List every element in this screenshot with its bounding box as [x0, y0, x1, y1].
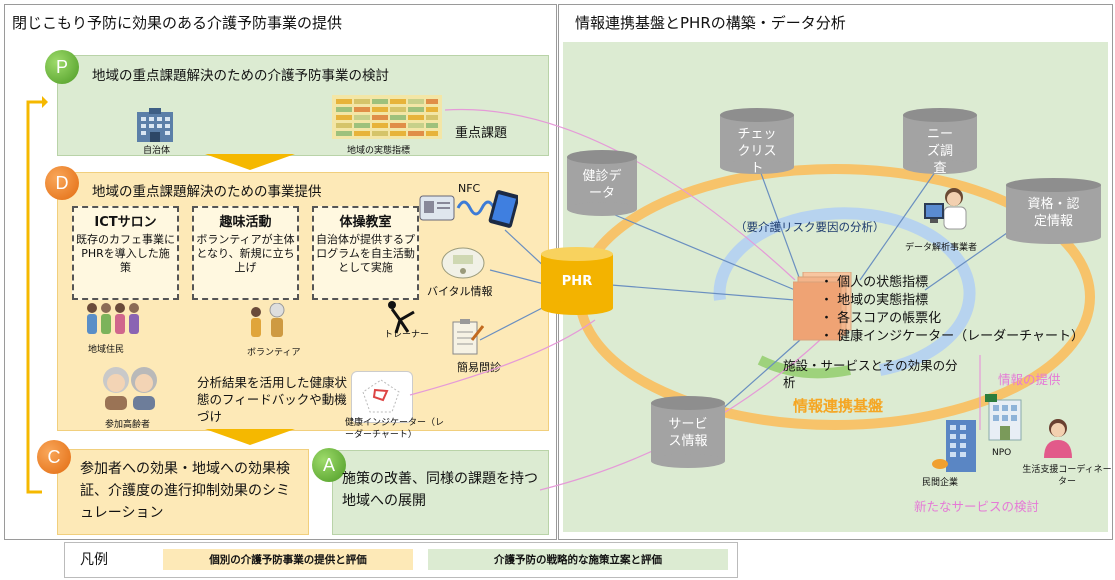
- company-building-icon: [932, 420, 976, 472]
- p-badge: P: [45, 50, 79, 84]
- legend-item-orange: [163, 549, 413, 570]
- coordinator-icon: [1044, 419, 1072, 458]
- indicator-label: 地域の実態指標: [347, 146, 411, 156]
- needs-db: ニーズ調査: [903, 108, 977, 176]
- a-badge: A: [312, 448, 346, 482]
- ict-salon-body: 既存のカフェ事業にPHRを導入した施策: [76, 233, 175, 274]
- c-section: [57, 449, 309, 535]
- needs-db-label: ニーズ調査: [926, 127, 953, 176]
- checklist-db-label: チェックリスト: [737, 127, 777, 176]
- municipality-building-icon: [137, 108, 173, 142]
- pdca-loop-arrow: [26, 96, 48, 494]
- c-badge: C: [37, 440, 71, 474]
- service-db-label: サービス情報: [668, 417, 708, 449]
- output-item-text: 健康インジケーター（レーダーチャート）: [837, 329, 1085, 344]
- vital-label: バイタル情報: [427, 285, 493, 298]
- residents-icon: [87, 303, 139, 334]
- checklist-db: チェックリスト: [720, 108, 794, 176]
- elderly-label: 参加高齢者: [105, 420, 151, 430]
- exercise-class-body: 自治体が提供するプログラムを自主活動として実施: [316, 233, 415, 274]
- vital-device-icon: [441, 247, 485, 279]
- legend-item-green: [428, 549, 728, 570]
- nfc-card-icon: [419, 190, 518, 228]
- radar-chart-icon: [362, 379, 400, 413]
- indicator-table-icon: [332, 95, 442, 139]
- clipboard-icon: [452, 319, 484, 355]
- analyst-label: データ解析事業者: [905, 243, 978, 253]
- analyst-icon: [924, 188, 967, 230]
- arrow-p-to-d: [205, 154, 295, 170]
- output-item: ・ 各スコアの帳票化: [820, 311, 942, 326]
- a-text: 施策の改善、同様の課題を持つ地域への展開: [342, 471, 538, 509]
- focus-issue-label: 重点課題: [455, 126, 508, 141]
- volunteer-label: ボランティア: [247, 348, 301, 358]
- output-item-text: 個人の状態指標: [837, 275, 929, 290]
- exercise-class-title: 体操教室: [339, 215, 392, 230]
- health-indicator-box: [351, 371, 413, 423]
- trainer-label: トレーナー: [384, 330, 430, 340]
- d-badge: D: [45, 166, 79, 200]
- hobby-box: 趣味活動 ボランティアが主体となり、新規に立ち上げ: [192, 206, 299, 300]
- output-item: ・ 地域の実態指標: [820, 293, 929, 308]
- nfc-label: NFC: [458, 182, 481, 195]
- service-db: サービス情報: [651, 396, 725, 468]
- phr-label: PHR: [561, 274, 593, 289]
- output-item-text: 地域の実態指標: [837, 293, 929, 308]
- d-heading: 地域の重点課題解決のための事業提供: [92, 184, 322, 200]
- platform-label: 情報連携基盤: [793, 397, 884, 415]
- facility-analysis-text: 施設・サービスとその効果の分析: [783, 358, 958, 390]
- phr-db: PHR: [541, 247, 613, 315]
- left-panel-title: 閉じこもり予防に効果のある介護予防事業の提供: [12, 14, 343, 32]
- checkup-db-label: 健診データ: [582, 169, 622, 201]
- hobby-title: 趣味活動: [219, 215, 272, 230]
- health-indicator-label: 健康インジケーター（レーダーチャート）: [345, 418, 445, 440]
- p-heading: 地域の重点課題解決のための介護予防事業の検討: [92, 68, 389, 84]
- report-stack-icon: [793, 272, 852, 341]
- checkup-db: 健診データ: [567, 150, 637, 216]
- ict-salon-title: ICTサロン: [94, 215, 157, 230]
- ict-salon-box: ICTサロン 既存のカフェ事業にPHRを導入した施策: [72, 206, 179, 300]
- hobby-body: ボランティアが主体となり、新規に立ち上げ: [196, 233, 295, 274]
- feedback-text: 分析結果を活用した健康状態のフィードバックや動機づけ: [197, 375, 348, 424]
- qualification-db: 資格・認定情報: [1006, 178, 1101, 244]
- legend-title: 凡例: [80, 552, 108, 568]
- a-section: [332, 450, 549, 535]
- residents-label: 地域住民: [88, 345, 125, 355]
- npo-building-icon: [985, 394, 1022, 441]
- output-item: ・ 健康インジケーター（レーダーチャート）: [820, 329, 1085, 344]
- new-service-label: 新たなサービスの検討: [914, 499, 1040, 514]
- legend-item-green-label: 介護予防の戦略的な施策立案と評価: [494, 554, 662, 566]
- municipality-label: 自治体: [143, 146, 171, 156]
- volunteer-icon: [251, 303, 285, 337]
- risk-analysis-text: （要介護リスク要因の分析）: [735, 220, 885, 234]
- coordinator-label: 生活支援コーディネーター: [1022, 465, 1112, 487]
- npo-label: NPO: [992, 448, 1012, 458]
- c-text: 参加者への効果・地域への効果検証、介護度の進行抑制効果のシミュレーション: [80, 461, 290, 521]
- output-list: ・ 個人の状態指標 ・ 地域の実態指標 ・ 各スコアの帳票化 ・ 健康インジケー…: [820, 274, 1084, 346]
- exercise-class-box: 体操教室 自治体が提供するプログラムを自主活動として実施: [312, 206, 419, 300]
- qualification-db-label: 資格・認定情報: [1027, 197, 1080, 229]
- output-item: ・ 個人の状態指標: [820, 275, 929, 290]
- info-provision-label: 情報の提供: [998, 372, 1061, 387]
- legend-item-orange-label: 個別の介護予防事業の提供と評価: [209, 554, 367, 566]
- elderly-icon: [103, 367, 157, 410]
- trainer-icon: [388, 301, 415, 334]
- company-label: 民間企業: [922, 478, 959, 488]
- output-item-text: 各スコアの帳票化: [837, 311, 942, 326]
- arrow-d-to-c: [205, 429, 295, 445]
- right-panel-title: 情報連携基盤とPHRの構築・データ分析: [575, 14, 846, 32]
